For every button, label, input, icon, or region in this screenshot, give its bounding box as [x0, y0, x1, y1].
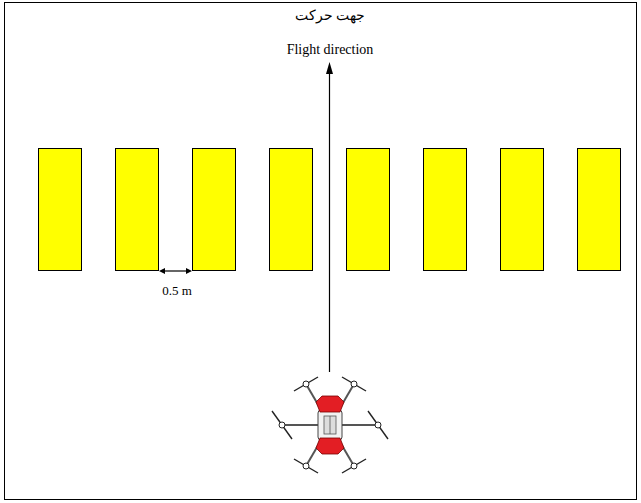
dimension-label: 0.5 m [162, 283, 192, 299]
flight-arrow [326, 62, 333, 372]
drone-illustration [272, 377, 388, 473]
dimension-arrow [159, 268, 192, 274]
frame-border [5, 3, 637, 500]
direction-label-en: Flight direction [287, 42, 374, 59]
direction-label-fa: جهت حرکت [295, 8, 366, 25]
